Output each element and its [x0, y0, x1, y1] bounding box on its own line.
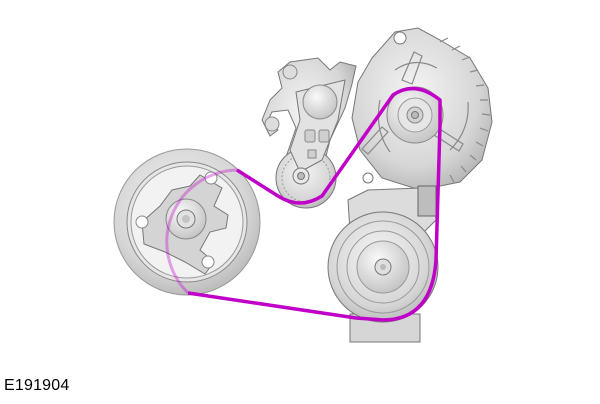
ac-compressor	[327, 185, 439, 343]
drive-belt	[165, 86, 442, 322]
generator	[351, 27, 493, 191]
figure-id-label: E191904	[4, 377, 70, 394]
belt-tensioner	[261, 57, 357, 209]
crankshaft-pulley	[113, 148, 261, 296]
